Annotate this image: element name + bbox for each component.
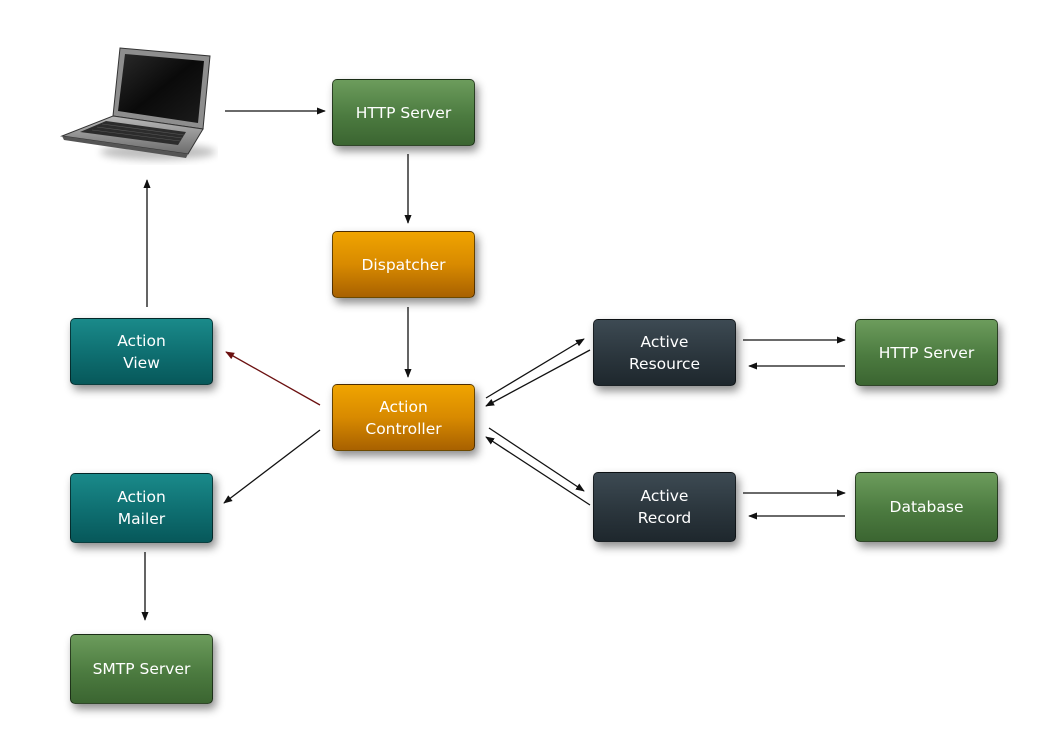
arrow-controller-to-resource [485,338,585,399]
active-resource-node: Active Resource [593,319,736,386]
http-server-right-node: HTTP Server [855,319,998,386]
laptop-icon [60,47,216,160]
arrow-controller-to-view [225,351,321,406]
arrow-record-to-controller [485,436,591,506]
http-server-node: HTTP Server [332,79,475,146]
action-mailer-node: Action Mailer [70,473,213,543]
smtp-server-node: SMTP Server [70,634,213,704]
dispatcher-node: Dispatcher [332,231,475,298]
arrow-controller-to-record [488,427,585,492]
active-record-node: Active Record [593,472,736,542]
action-controller-node: Action Controller [332,384,475,451]
action-view-node: Action View [70,318,213,385]
database-node: Database [855,472,998,542]
arrow-resource-to-controller [485,349,591,407]
arrow-controller-to-mailer [223,429,321,504]
